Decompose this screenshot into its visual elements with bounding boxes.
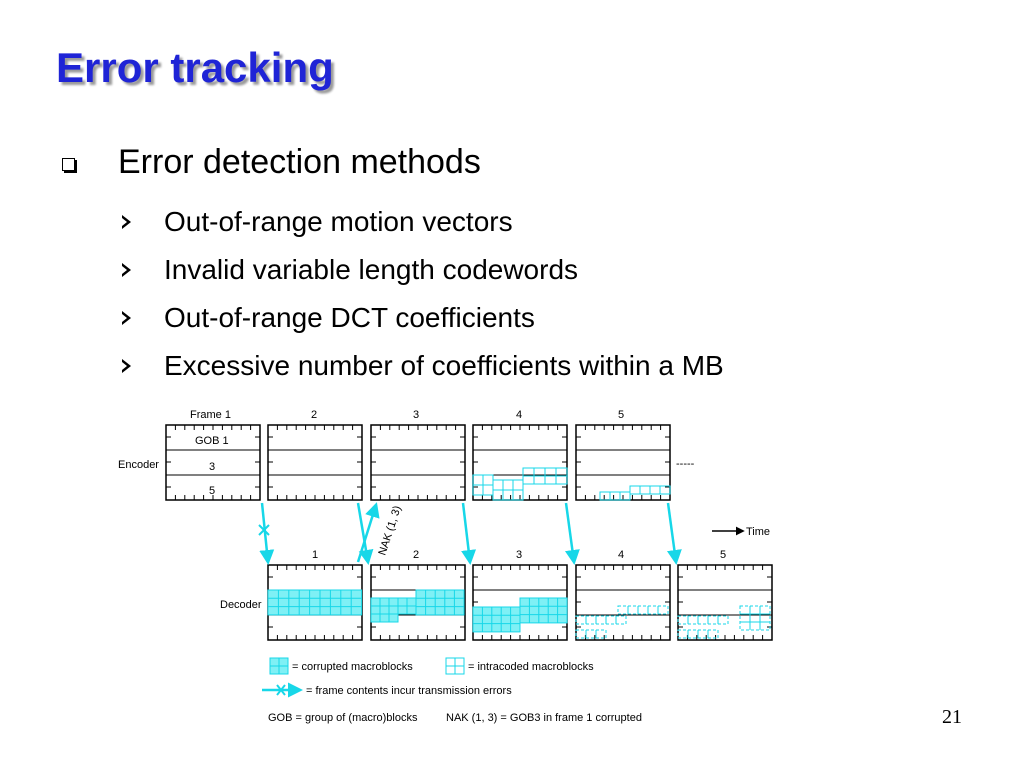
decoder-frame-label: 2 <box>413 549 419 561</box>
encoder-label: Encoder <box>118 459 159 471</box>
main-bullet: Error detection methods <box>62 143 481 182</box>
encoder-frame <box>370 424 466 501</box>
decoder-frame <box>575 564 671 641</box>
decoder-frame <box>267 564 363 641</box>
encoder-frame <box>575 424 671 501</box>
arrow-bullet-icon <box>122 215 131 229</box>
encoder-frame <box>267 424 363 501</box>
legend-gob-definition: GOB = group of (macro)blocks <box>268 712 418 724</box>
sub-bullet-text: Out-of-range DCT coefficients <box>164 302 535 333</box>
main-bullet-text: Error detection methods <box>118 143 481 181</box>
sub-bullet-text: Out-of-range motion vectors <box>164 206 513 237</box>
encoder-frame <box>165 424 261 501</box>
arrow-bullet-icon <box>122 359 131 373</box>
slide-title: Error tracking <box>56 44 334 91</box>
gob-label: 3 <box>209 461 215 473</box>
transmission-error-legend-icon <box>262 682 303 698</box>
page-number: 21 <box>942 706 962 728</box>
corrupted-swatch-icon <box>269 657 289 675</box>
legend-nak-definition: NAK (1, 3) = GOB3 in frame 1 corrupted <box>446 712 642 724</box>
decoder-frames <box>267 564 773 641</box>
continuation-dashes: ----- <box>676 458 695 470</box>
legend-corrupted: = corrupted macroblocks <box>292 661 413 673</box>
encoder-frame-label: 2 <box>311 409 317 421</box>
decoder-frame <box>472 564 568 641</box>
time-label: Time <box>746 526 770 538</box>
decoder-frame-label: 5 <box>720 549 726 561</box>
encoder-frame <box>472 424 568 501</box>
encoder-frames <box>165 424 671 501</box>
transmission-error-icon <box>258 524 270 536</box>
decoder-frame-label: 1 <box>312 549 318 561</box>
decoder-frame-label: 3 <box>516 549 522 561</box>
sub-bullet-list: Out-of-range motion vectors Invalid vari… <box>120 198 724 390</box>
gob-label: 5 <box>209 485 215 497</box>
intracoded-swatch-icon <box>445 657 465 675</box>
nak-label: NAK (1, 3) <box>376 504 403 557</box>
decoder-frame <box>677 564 773 641</box>
transmission-arrows <box>259 502 682 565</box>
sub-bullet-item: Excessive number of coefficients within … <box>120 342 724 390</box>
encoder-frame-label: 3 <box>413 409 419 421</box>
gob-label: GOB 1 <box>195 435 229 447</box>
sub-bullet-text: Excessive number of coefficients within … <box>164 350 724 381</box>
square-bullet-icon <box>62 158 75 171</box>
arrow-bullet-icon <box>122 263 131 277</box>
encoder-frame-label: Frame 1 <box>190 409 231 421</box>
encoder-frame-label: 4 <box>516 409 522 421</box>
sub-bullet-item: Out-of-range motion vectors <box>120 198 724 246</box>
decoder-frame <box>370 564 466 641</box>
legend-intracoded: = intracoded macroblocks <box>468 661 594 673</box>
arrow-bullet-icon <box>122 311 131 325</box>
decoder-label: Decoder <box>220 599 262 611</box>
sub-bullet-item: Invalid variable length codewords <box>120 246 724 294</box>
sub-bullet-text: Invalid variable length codewords <box>164 254 579 285</box>
legend: = corrupted macroblocks = intracoded mac… <box>262 657 642 724</box>
legend-transmission: = frame contents incur transmission erro… <box>306 685 512 697</box>
encoder-frame-label: 5 <box>618 409 624 421</box>
decoder-frame-label: 4 <box>618 549 624 561</box>
sub-bullet-item: Out-of-range DCT coefficients <box>120 294 724 342</box>
